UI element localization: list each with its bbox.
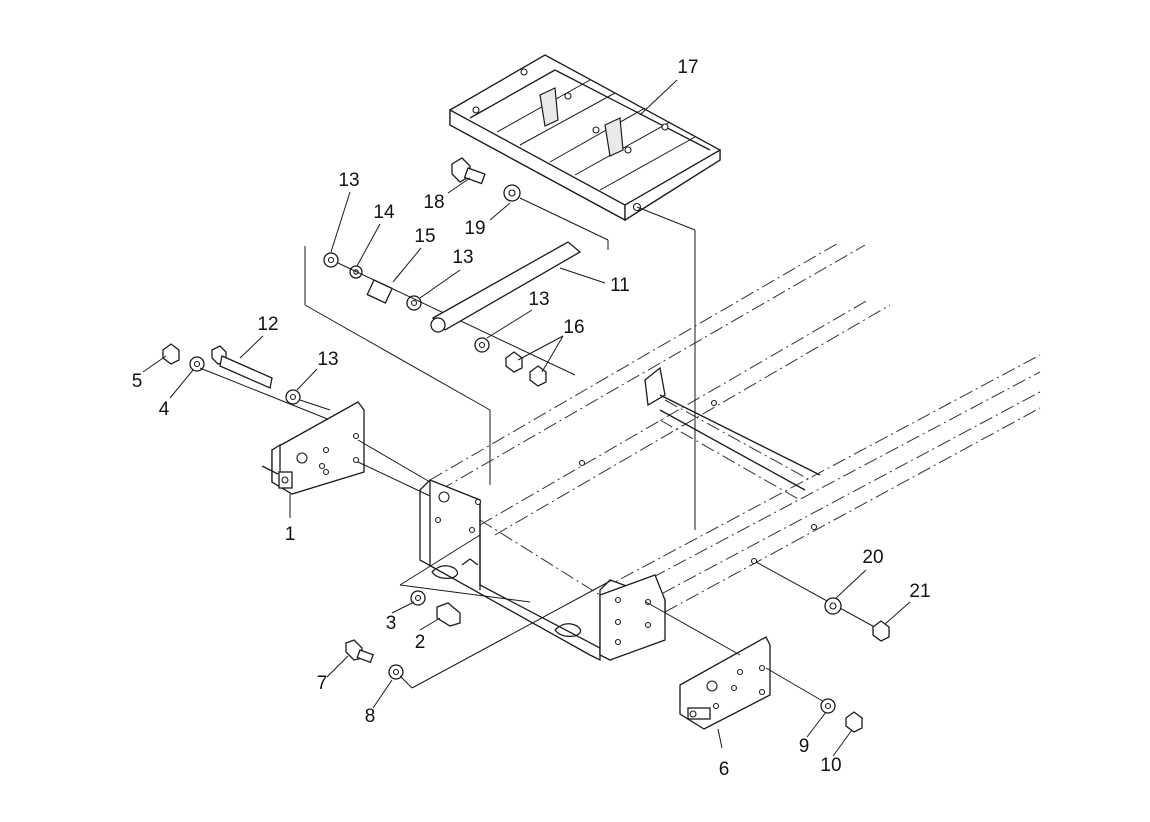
callout-13-left: 13 [317, 349, 338, 370]
part-1-plate [261, 401, 431, 518]
part-6-plate [645, 601, 827, 749]
callout-4: 4 [159, 399, 170, 420]
callout-10: 10 [820, 755, 841, 776]
bolt-12-assembly [162, 343, 331, 421]
part-17-tray [449, 54, 721, 530]
callout-leaders [142, 79, 911, 757]
callout-5: 5 [132, 371, 143, 392]
bolt-18-washer-19 [451, 157, 609, 250]
callout-3: 3 [386, 613, 397, 634]
callout-6: 6 [719, 759, 730, 780]
callout-15: 15 [414, 226, 435, 247]
callout-9: 9 [799, 736, 810, 757]
callout-7: 7 [317, 673, 328, 694]
callout-8: 8 [365, 706, 376, 727]
callout-14: 14 [373, 202, 395, 223]
callout-18: 18 [423, 192, 444, 213]
callout-12: 12 [257, 314, 278, 335]
callout-13-top: 13 [338, 170, 359, 191]
callout-16: 16 [563, 317, 584, 338]
bolt-2-washer-3 [399, 534, 531, 627]
callout-17: 17 [677, 57, 698, 78]
callout-19: 19 [464, 218, 485, 239]
callout-11: 11 [610, 275, 630, 296]
callout-2: 2 [415, 632, 426, 653]
callout-20: 20 [862, 547, 883, 568]
bolt-7-washer-8 [345, 579, 613, 689]
callout-21: 21 [909, 581, 930, 602]
axle-group [304, 241, 582, 485]
frame-rails [429, 241, 1041, 617]
callout-13-middle: 13 [452, 247, 473, 268]
callout-labels: 1 2 3 4 5 6 7 8 9 10 11 12 13 13 13 13 1… [132, 57, 931, 780]
callout-1: 1 [285, 524, 296, 545]
callout-13-right: 13 [528, 289, 549, 310]
nut-10-washer-9 [820, 698, 863, 733]
main-frame [419, 366, 821, 662]
nut-21-washer-20 [755, 561, 890, 642]
